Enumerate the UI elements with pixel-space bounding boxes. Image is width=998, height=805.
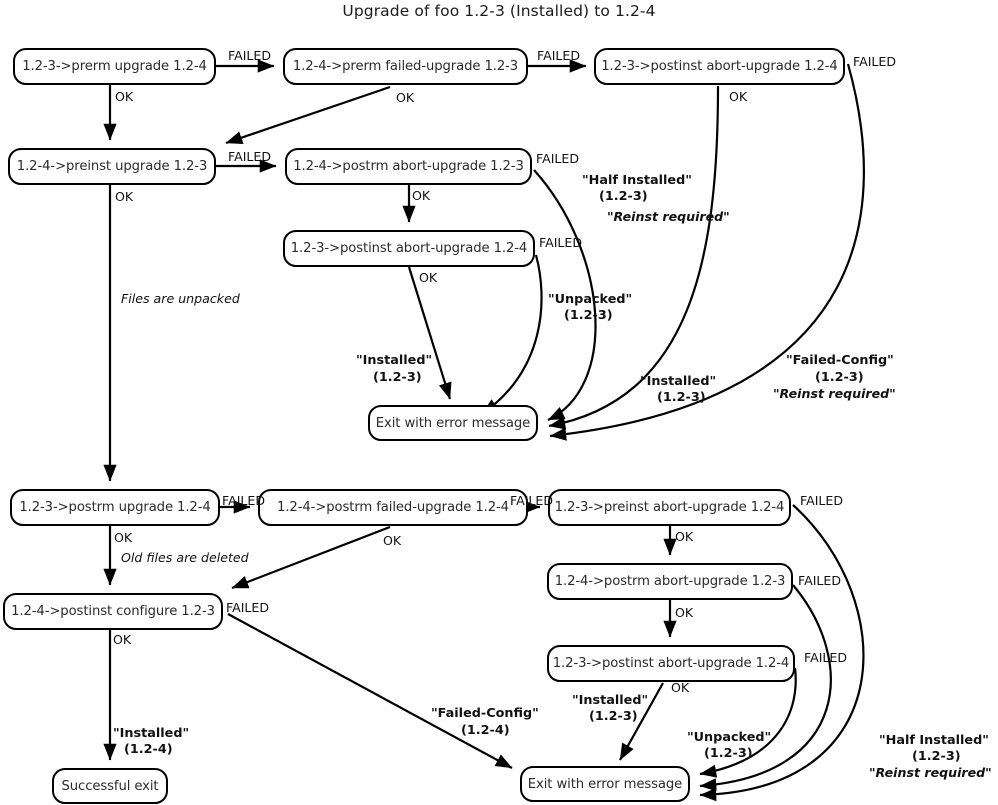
state-label-version: (1.2-3) <box>589 709 638 724</box>
state-label-installed: "Installed" <box>113 726 190 741</box>
state-label-reinst-required: "Reinst required" <box>607 209 730 224</box>
edge-label-ok: OK <box>383 533 402 548</box>
node-label: 1.2-3->postinst abort-upgrade 1.2-4 <box>601 59 838 74</box>
state-label-reinst-required: "Reinst required" <box>869 765 992 780</box>
edge-label-failed: FAILED <box>539 235 583 250</box>
node-postrm-upgrade[interactable]: 1.2-3->postrm upgrade 1.2-4 <box>10 489 220 526</box>
state-label-version: (1.2-4) <box>461 723 510 738</box>
state-label-version: (1.2-3) <box>657 390 706 405</box>
edge-postinstconfigure-failed-exit <box>227 613 513 769</box>
state-label-reinst-required: "Reinst required" <box>773 386 896 401</box>
state-label-version: (1.2-3) <box>599 189 648 204</box>
node-label: 1.2-3->postinst abort-upgrade 1.2-4 <box>290 241 528 256</box>
node-label: 1.2-3->prerm upgrade 1.2-4 <box>22 59 207 74</box>
edge-label-failed: FAILED <box>537 48 581 63</box>
node-label: 1.2-3->postinst abort-upgrade 1.2-4 <box>552 656 790 671</box>
edge-label-failed: FAILED <box>228 48 272 63</box>
state-label-unpacked: "Unpacked" <box>548 292 633 307</box>
node-postinst-configure[interactable]: 1.2-4->postinst configure 1.2-3 <box>3 593 223 630</box>
node-postinst-abort-mid[interactable]: 1.2-3->postinst abort-upgrade 1.2-4 <box>283 230 535 267</box>
state-label-installed: "Installed" <box>356 353 433 368</box>
node-postinst-abort-low[interactable]: 1.2-3->postinst abort-upgrade 1.2-4 <box>547 645 795 682</box>
state-label-version: (1.2-4) <box>124 742 173 757</box>
node-prerm-upgrade[interactable]: 1.2-3->prerm upgrade 1.2-4 <box>13 48 216 85</box>
edge-prermfail-preinst <box>225 85 391 145</box>
edge-label-failed: FAILED <box>226 600 270 615</box>
edge-label-ok: OK <box>113 632 132 647</box>
edge-label-failed: FAILED <box>510 493 554 508</box>
node-preinst-abort[interactable]: 1.2-3->preinst abort-upgrade 1.2-4 <box>548 489 791 526</box>
node-label: Exit with error message <box>527 776 683 792</box>
node-label: 1.2-4->postinst configure 1.2-3 <box>11 604 215 619</box>
state-label-failed-config: "Failed-Config" <box>431 706 539 721</box>
node-label: 1.2-4->postrm failed-upgrade 1.2-4 <box>277 500 509 515</box>
node-label: 1.2-4->postrm abort-upgrade 1.2-3 <box>554 574 786 589</box>
edge-postinstabortmid-failed-exit <box>481 254 543 415</box>
node-postinst-abort-top[interactable]: 1.2-3->postinst abort-upgrade 1.2-4 <box>594 48 845 85</box>
node-label: 1.2-4->prerm failed-upgrade 1.2-3 <box>292 59 519 74</box>
edge-label-failed: FAILED <box>222 493 266 508</box>
state-label-half-installed: "Half Installed" <box>879 733 989 748</box>
state-label-installed: "Installed" <box>572 693 649 708</box>
node-exit-error-top[interactable]: Exit with error message <box>368 405 538 441</box>
state-label-unpacked: "Unpacked" <box>687 730 772 745</box>
edge-label-failed: FAILED <box>804 650 848 665</box>
state-label-version: (1.2-3) <box>912 749 961 764</box>
node-preinst-upgrade[interactable]: 1.2-4->preinst upgrade 1.2-3 <box>8 148 216 185</box>
node-postrm-failed-upgrade[interactable]: 1.2-4->postrm failed-upgrade 1.2-4 <box>258 489 528 526</box>
page-title: Upgrade of foo 1.2-3 (Installed) to 1.2-… <box>342 2 656 20</box>
edge-label-failed: FAILED <box>853 54 897 69</box>
edge-label-failed: FAILED <box>536 151 580 166</box>
edge-label-failed: FAILED <box>800 493 844 508</box>
edge-label-failed: FAILED <box>798 573 842 588</box>
annotation-files-unpacked: Files are unpacked <box>121 291 240 306</box>
edge-label-ok: OK <box>675 529 694 544</box>
state-label-failed-config: "Failed-Config" <box>786 353 894 368</box>
edge-label-ok: OK <box>115 189 134 204</box>
node-exit-error-bottom[interactable]: Exit with error message <box>520 766 690 802</box>
node-label: Exit with error message <box>375 415 531 431</box>
state-label-version: (1.2-3) <box>704 746 753 761</box>
edge-label-ok: OK <box>114 530 133 545</box>
state-label-half-installed: "Half Installed" <box>582 173 692 188</box>
edge-label-ok: OK <box>671 680 690 695</box>
state-label-version: (1.2-3) <box>373 370 422 385</box>
edge-label-failed: FAILED <box>228 149 272 164</box>
node-successful-exit[interactable]: Successful exit <box>52 768 168 804</box>
edge-label-ok: OK <box>675 605 694 620</box>
state-label-version: (1.2-3) <box>564 308 613 323</box>
annotation-old-files-deleted: Old files are deleted <box>121 550 249 565</box>
node-prerm-failed-upgrade[interactable]: 1.2-4->prerm failed-upgrade 1.2-3 <box>283 48 528 85</box>
edge-postrmfail-postinstconfigure <box>231 525 391 590</box>
edge-label-ok: OK <box>419 270 438 285</box>
edge-label-ok: OK <box>729 89 748 104</box>
node-postrm-abort-mid[interactable]: 1.2-4->postrm abort-upgrade 1.2-3 <box>285 148 532 185</box>
edge-label-ok: OK <box>396 90 415 105</box>
edge-label-ok: OK <box>115 89 134 104</box>
node-label: 1.2-4->postrm abort-upgrade 1.2-3 <box>293 159 524 174</box>
node-label: 1.2-4->preinst upgrade 1.2-3 <box>16 159 208 174</box>
state-label-version: (1.2-3) <box>815 370 864 385</box>
edge-label-ok: OK <box>412 188 431 203</box>
state-label-installed: "Installed" <box>640 374 717 389</box>
node-postrm-abort-low[interactable]: 1.2-4->postrm abort-upgrade 1.2-3 <box>547 563 793 600</box>
node-label: 1.2-3->preinst abort-upgrade 1.2-4 <box>554 500 785 515</box>
node-label: Successful exit <box>61 778 159 794</box>
node-label: 1.2-3->postrm upgrade 1.2-4 <box>19 500 211 515</box>
